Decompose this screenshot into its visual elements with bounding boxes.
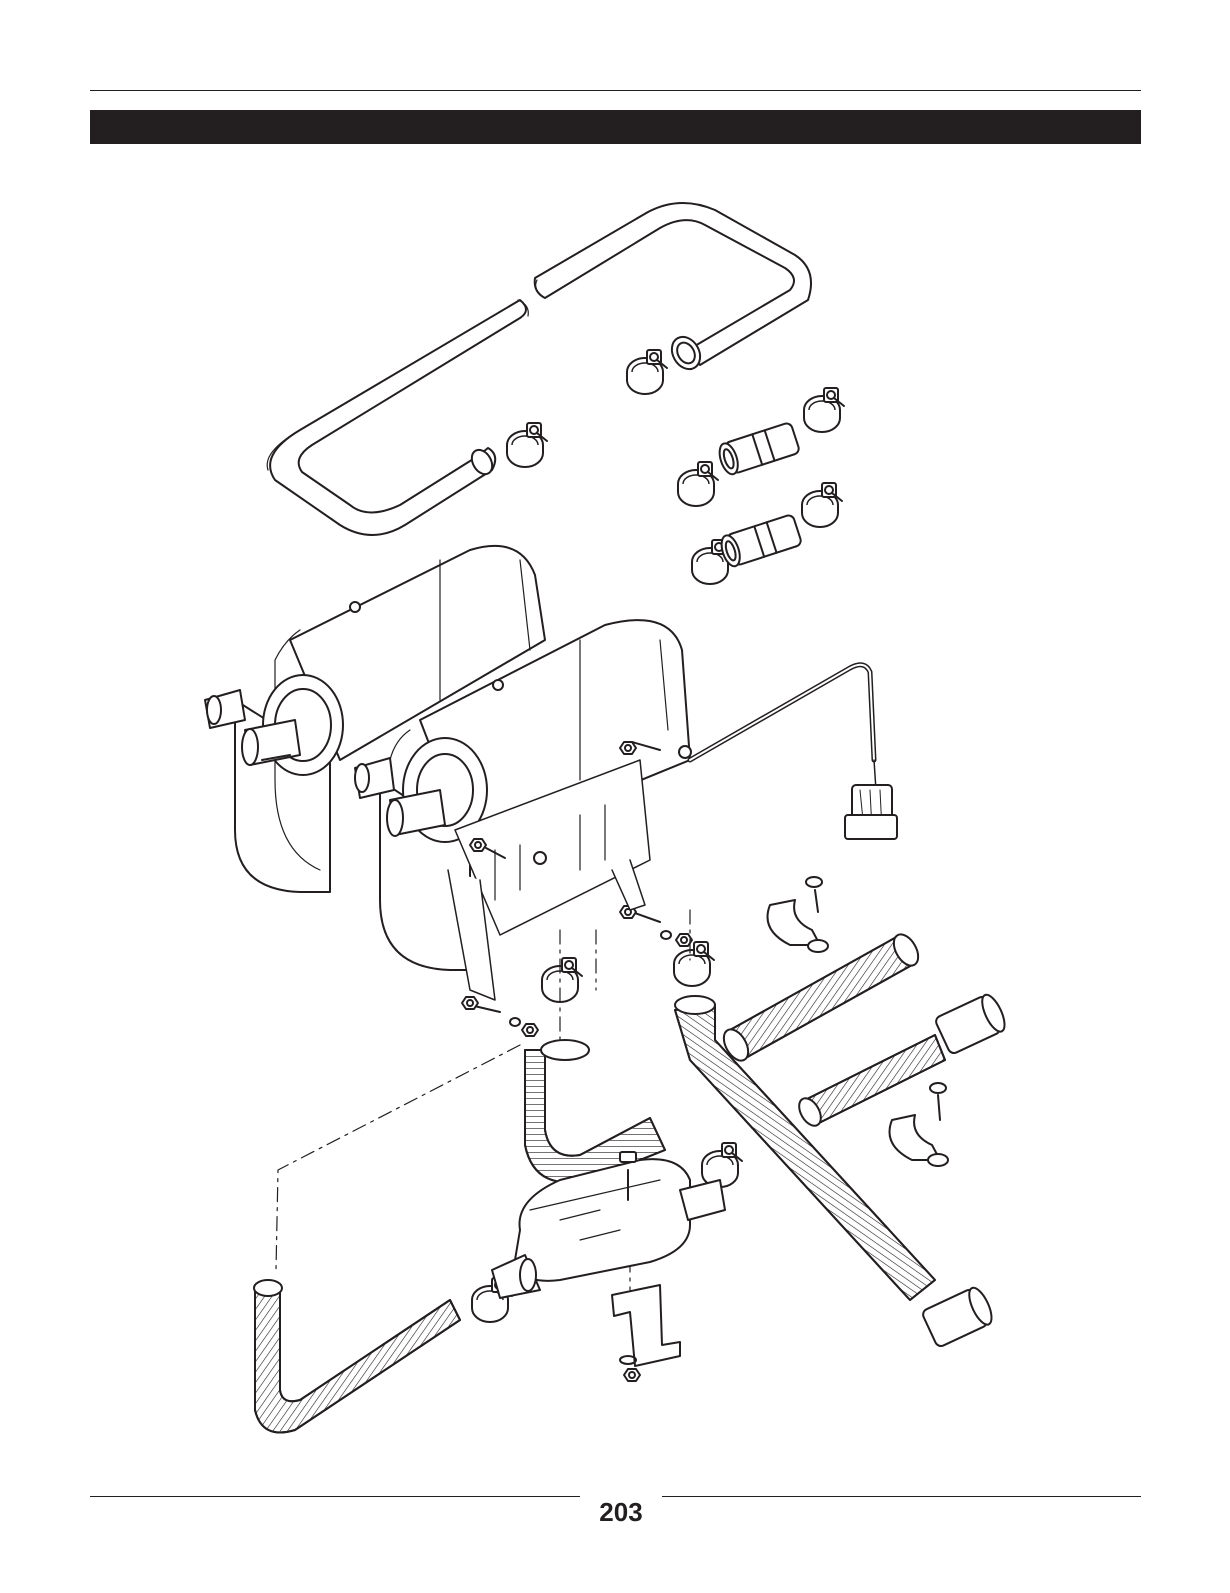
combustion-air-hose xyxy=(722,933,946,1127)
wiring-harness-connector xyxy=(687,662,898,840)
mounting-bracket xyxy=(611,1284,681,1382)
pipe-clip xyxy=(766,899,949,1167)
footer-rule-right xyxy=(662,1496,1141,1497)
hose-connector xyxy=(718,422,802,568)
coolant-hose-u-right xyxy=(533,201,812,371)
header-rule xyxy=(90,90,1141,91)
footer-rule-left xyxy=(90,1496,580,1497)
heater-unit-rear xyxy=(204,544,546,893)
screw xyxy=(805,876,947,1121)
coolant-hose-u-left xyxy=(266,299,529,536)
exhaust-pipe-flex xyxy=(674,995,936,1301)
exhaust-silencer xyxy=(491,1151,726,1299)
exhaust-pipe-flex xyxy=(253,1279,461,1434)
end-cap xyxy=(922,993,1006,1347)
heater-unit-front xyxy=(354,619,693,1037)
assembly-guide-lines xyxy=(275,909,691,1291)
page-number: 203 xyxy=(599,1497,643,1527)
section-title-bar xyxy=(90,110,1141,144)
